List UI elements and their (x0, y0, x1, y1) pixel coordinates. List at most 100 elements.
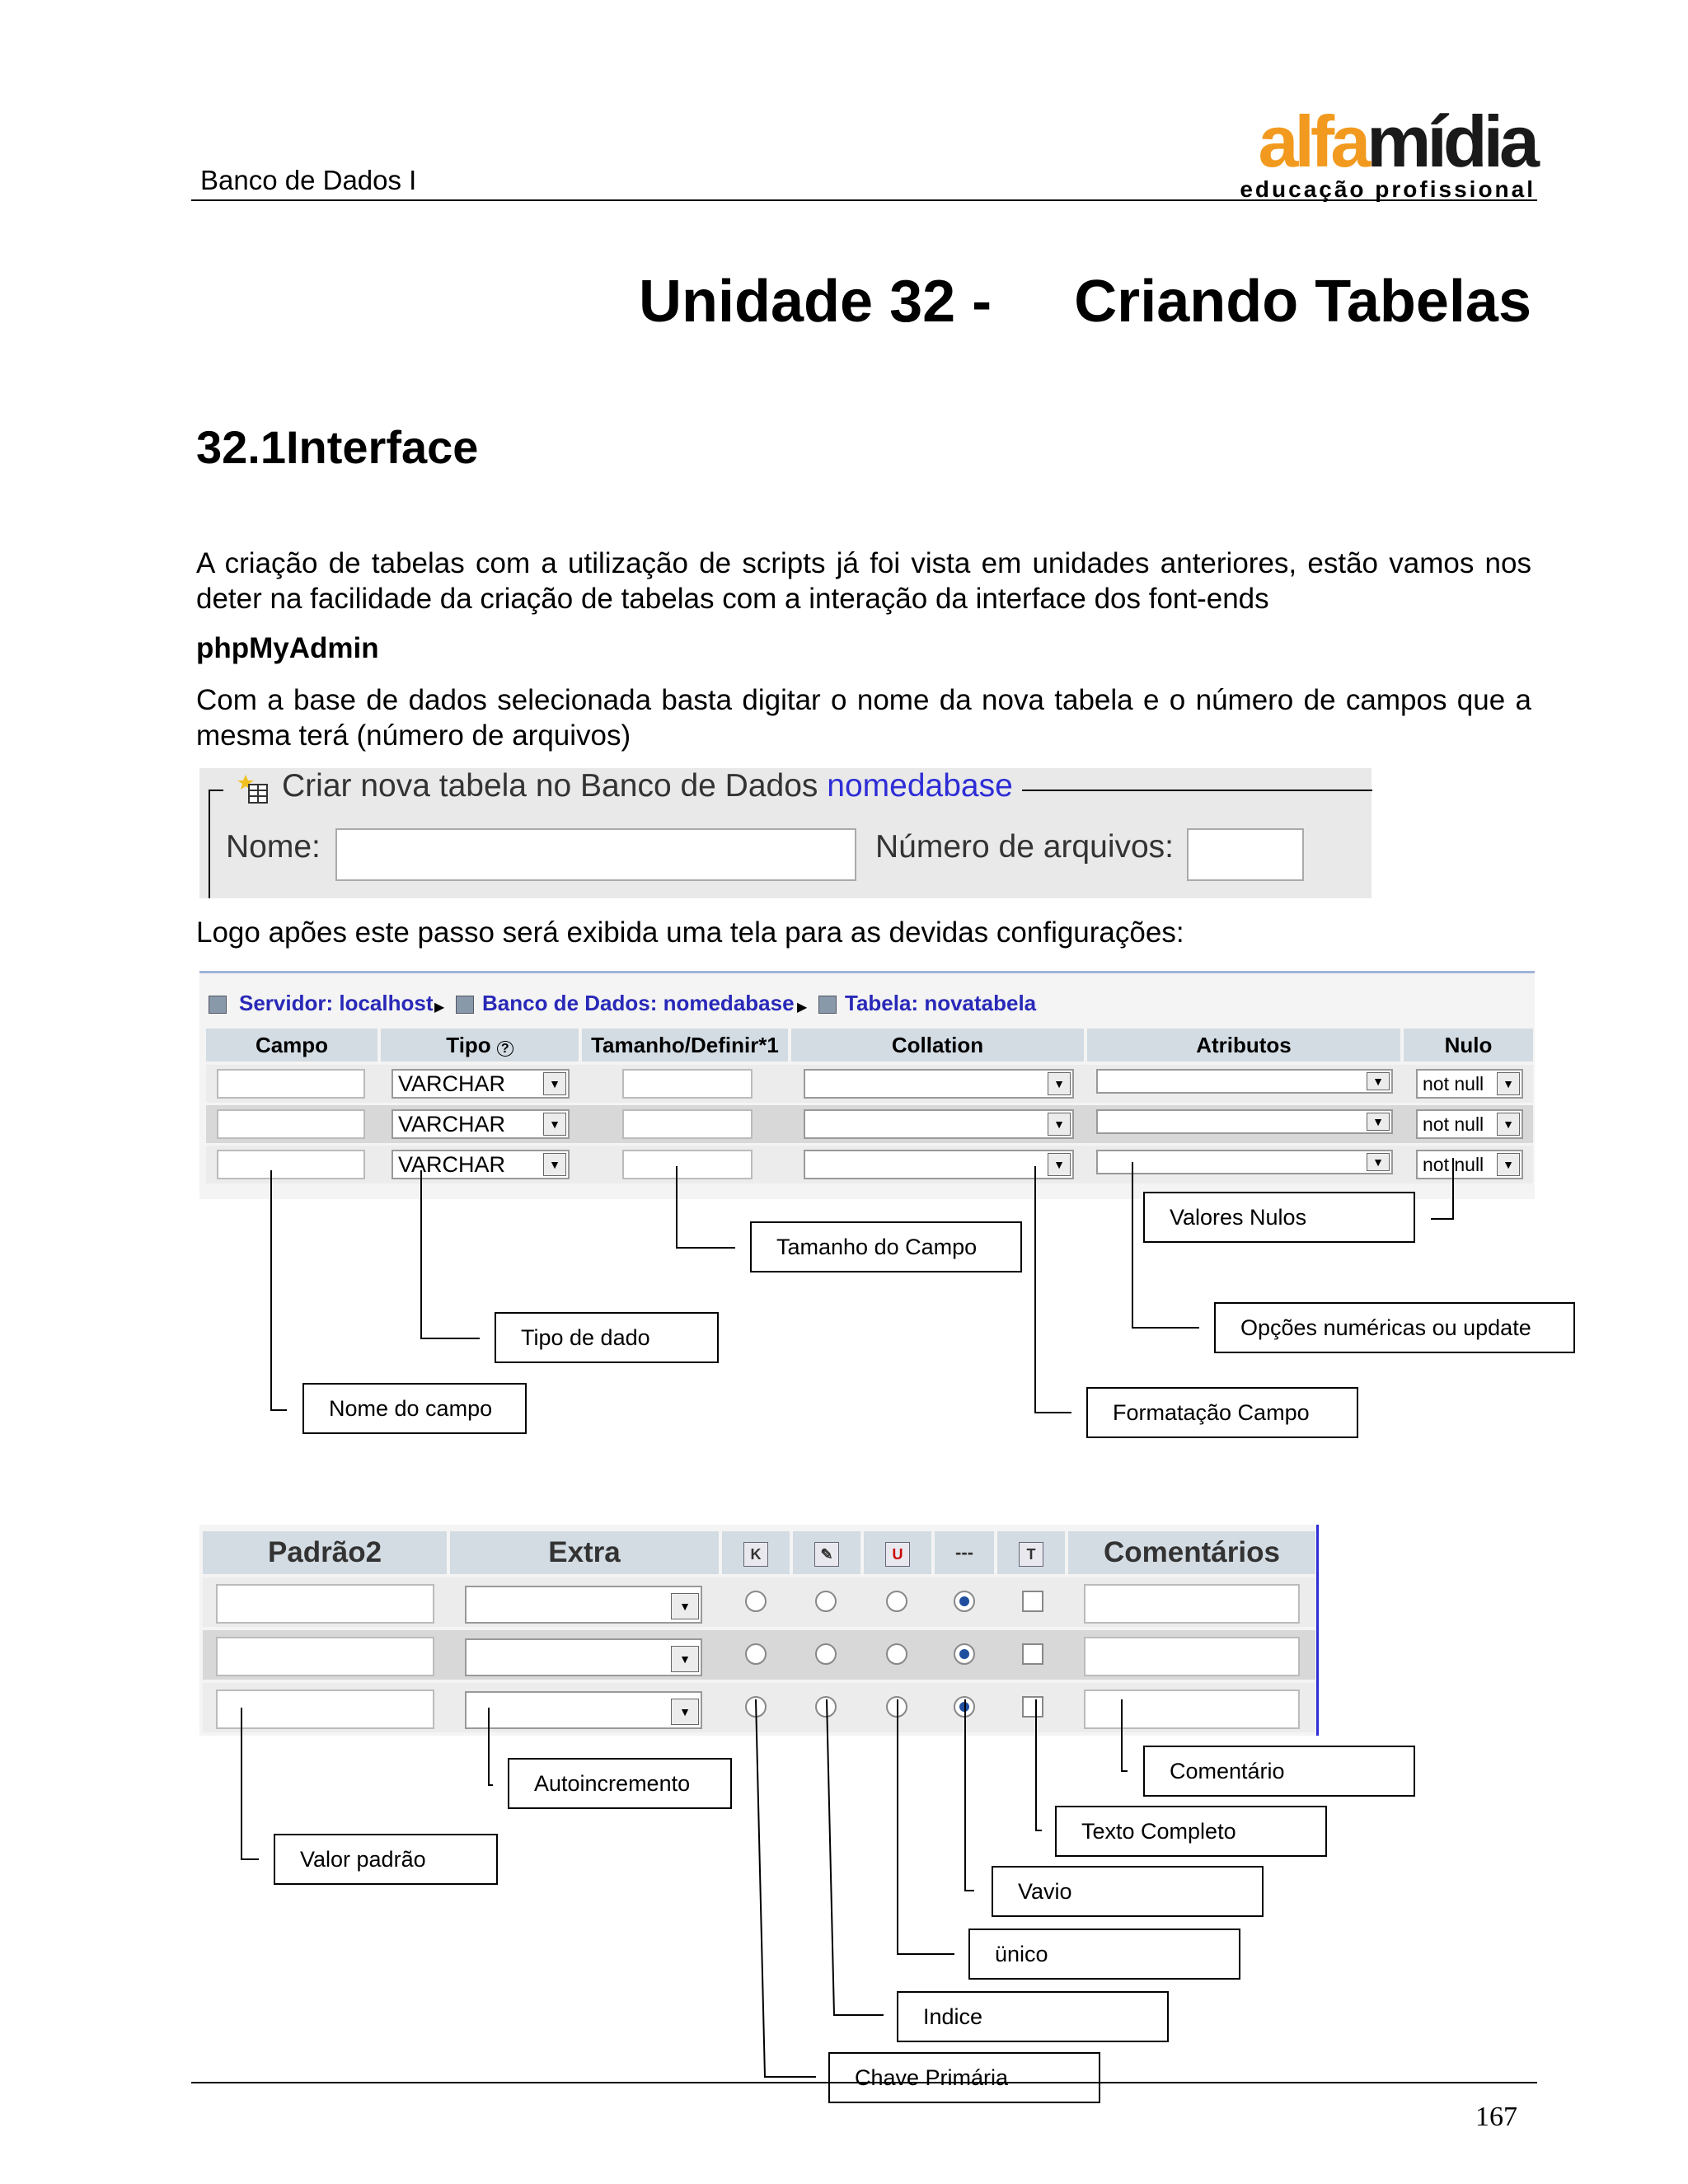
chevron-down-icon: ▼ (543, 1113, 566, 1136)
paragraph-intro: A criação de tabelas com a utilização de… (196, 547, 1531, 615)
annotation-line (241, 1708, 242, 1860)
attributes-select[interactable]: ▼ (1096, 1109, 1393, 1134)
col-header-atributos: Atributos (1087, 1029, 1400, 1062)
breadcrumb-server[interactable]: Servidor: localhost (239, 991, 434, 1015)
primary-radio[interactable] (745, 1643, 767, 1665)
annotation-chave: Chave Primária (828, 2052, 1100, 2103)
type-select[interactable]: VARCHAR▼ (392, 1109, 570, 1139)
col-header-tipo: Tipo ? (381, 1029, 579, 1062)
col-header-collation: Collation (791, 1029, 1084, 1062)
breadcrumb-arrow-icon: ▶ (797, 1001, 808, 1015)
default-input[interactable] (216, 1584, 434, 1624)
breadcrumb-database[interactable]: Banco de Dados: nomedabase (482, 991, 795, 1015)
attributes-select[interactable]: ▼ (1096, 1150, 1393, 1174)
default-input[interactable] (216, 1637, 434, 1676)
chevron-down-icon: ▼ (671, 1646, 699, 1672)
annotation-tamanho: Tamanho do Campo (750, 1221, 1022, 1272)
fieldset-border (1022, 790, 1372, 791)
none-radio[interactable] (954, 1591, 975, 1612)
chevron-down-icon: ▼ (1497, 1072, 1520, 1095)
annotation-line (241, 1858, 259, 1860)
chevron-down-icon: ▼ (543, 1153, 566, 1176)
length-input[interactable] (622, 1109, 753, 1139)
fulltext-checkbox[interactable] (1022, 1643, 1043, 1665)
default-input[interactable] (216, 1690, 434, 1729)
chevron-down-icon: ▼ (1367, 1072, 1390, 1090)
annotation-line (420, 1338, 480, 1339)
paragraph-instructions: Com a base de dados selecionada basta di… (196, 684, 1531, 752)
none-radio[interactable] (954, 1643, 975, 1665)
primary-radio[interactable] (745, 1591, 767, 1612)
annotation-line (1035, 1699, 1037, 1831)
annotation-line (270, 1409, 287, 1411)
chevron-down-icon: ▼ (1367, 1113, 1390, 1131)
fulltext-checkbox[interactable] (1022, 1696, 1043, 1718)
comment-input[interactable] (1084, 1584, 1300, 1624)
index-radio[interactable] (815, 1696, 837, 1718)
annotation-line (964, 1890, 974, 1891)
length-input[interactable] (622, 1150, 753, 1179)
null-select[interactable]: not null▼ (1416, 1069, 1523, 1099)
chevron-down-icon: ▼ (1048, 1113, 1071, 1136)
paragraph-next-step: Logo apões este passo será exibida uma t… (196, 916, 1184, 949)
chevron-down-icon: ▼ (1048, 1153, 1071, 1176)
page-number: 167 (1475, 2102, 1517, 2132)
annotation-nulos: Valores Nulos (1143, 1192, 1415, 1243)
attributes-select[interactable]: ▼ (1096, 1069, 1393, 1094)
col-header-fulltext: T (997, 1531, 1065, 1574)
table-name-input[interactable] (335, 828, 856, 881)
section-heading: 32.1Interface (196, 421, 479, 473)
collation-select[interactable]: ▼ (804, 1150, 1074, 1179)
annotation-line (1121, 1770, 1128, 1772)
fulltext-checkbox[interactable] (1022, 1591, 1043, 1612)
annotation-comentario: Comentário (1143, 1746, 1415, 1797)
unit-title: Unidade 32 - Criando Tabelas (639, 269, 1531, 335)
unique-radio[interactable] (886, 1643, 907, 1665)
field-name-input[interactable] (217, 1109, 365, 1139)
index-radio[interactable] (815, 1643, 837, 1665)
null-select[interactable]: not null▼ (1416, 1150, 1523, 1179)
extra-select[interactable]: ▼ (465, 1691, 702, 1729)
comment-input[interactable] (1084, 1690, 1300, 1729)
col-header-index: ✎ (793, 1531, 860, 1574)
field-name-input[interactable] (217, 1069, 365, 1099)
chevron-down-icon: ▼ (1497, 1153, 1520, 1176)
extra-select[interactable]: ▼ (465, 1586, 702, 1624)
col-header-extra: Extra (450, 1531, 719, 1574)
fulltext-icon: T (1019, 1541, 1043, 1567)
type-select[interactable]: VARCHAR▼ (392, 1069, 570, 1099)
null-select[interactable]: not null▼ (1416, 1109, 1523, 1139)
index-radio[interactable] (815, 1591, 837, 1612)
annotation-line (420, 1170, 422, 1339)
col-header-unique: U (864, 1531, 931, 1574)
length-input[interactable] (622, 1069, 753, 1099)
primary-key-icon: K (743, 1541, 768, 1567)
annotation-line (1452, 1158, 1454, 1220)
collation-select[interactable]: ▼ (804, 1109, 1074, 1139)
alfamidia-logo: alfamídia educação profissional (1240, 101, 1540, 202)
field-name-input[interactable] (217, 1150, 365, 1179)
primary-radio[interactable] (745, 1696, 767, 1718)
server-icon (209, 996, 227, 1014)
annotation-formatacao: Formatação Campo (1086, 1387, 1358, 1438)
unique-icon: U (885, 1541, 910, 1567)
breadcrumb-table[interactable]: Tabela: novatabela (845, 991, 1037, 1015)
collation-select[interactable]: ▼ (804, 1069, 1074, 1099)
annotation-line (1035, 1830, 1042, 1831)
breadcrumb-arrow-icon: ▶ (434, 1001, 445, 1015)
annotation-line (897, 1953, 954, 1955)
paragraph-phpmyadmin: phpMyAdmin (196, 632, 379, 664)
annotation-line (1132, 1327, 1199, 1329)
annotation-indice: Indice (897, 1991, 1169, 2042)
annotation-line (897, 1699, 898, 1955)
table-name-label: Nome: (226, 829, 321, 865)
annotation-line (964, 1699, 966, 1891)
col-header-padrao: Padrão2 (203, 1531, 447, 1574)
type-select[interactable]: VARCHAR▼ (392, 1150, 570, 1179)
chevron-down-icon: ▼ (671, 1699, 699, 1725)
unique-radio[interactable] (886, 1591, 907, 1612)
extra-select[interactable]: ▼ (465, 1638, 702, 1676)
annotation-valor-padrao: Valor padrão (274, 1834, 498, 1885)
comment-input[interactable] (1084, 1637, 1300, 1676)
field-count-input[interactable] (1187, 828, 1304, 881)
